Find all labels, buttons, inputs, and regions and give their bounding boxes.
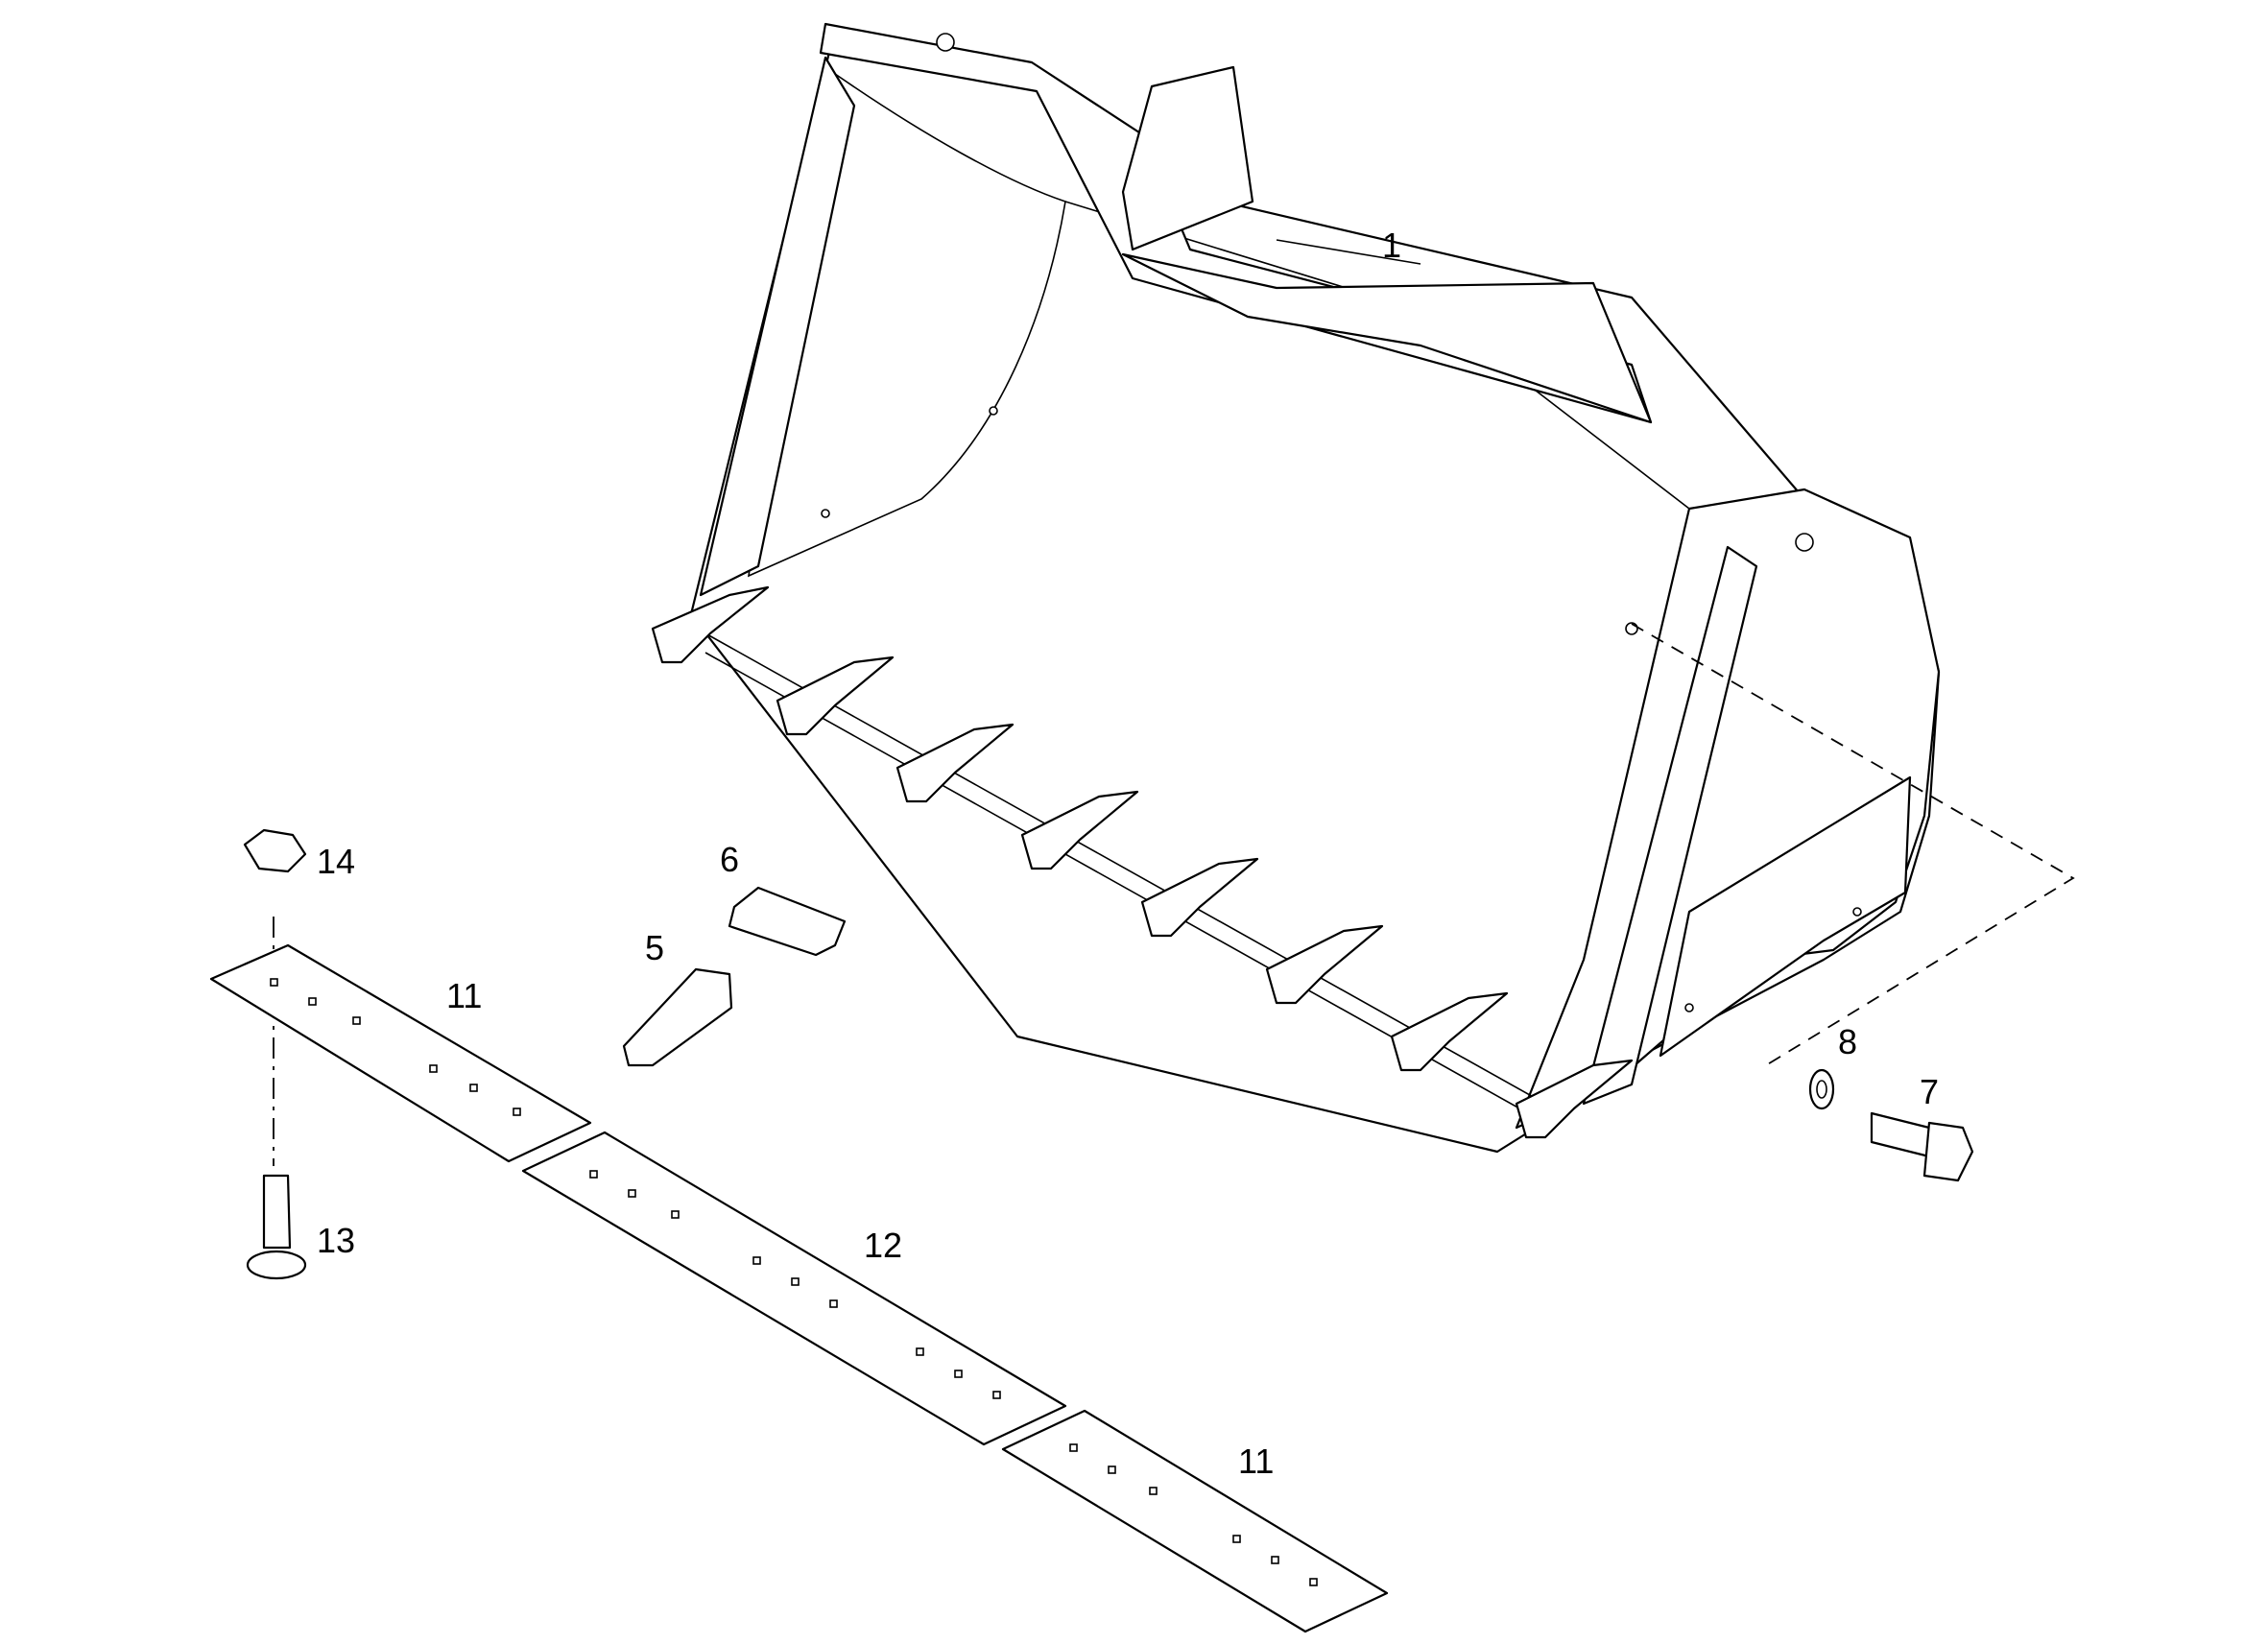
callout-12: 12	[864, 1226, 902, 1265]
bolt-and-washer	[1808, 1068, 1974, 1182]
callout-7: 7	[1920, 1072, 1939, 1111]
bucket	[689, 22, 1941, 1154]
callout-5: 5	[645, 928, 664, 967]
cutting-edge-right	[1001, 1409, 1389, 1633]
assembly-line-right	[1631, 623, 2075, 1066]
callout-13: 13	[317, 1221, 355, 1260]
retainer-pin	[728, 886, 847, 957]
nut	[243, 828, 307, 873]
bucket-teeth	[651, 585, 1634, 1139]
callout-11-left: 11	[446, 976, 482, 1015]
callout-1: 1	[1382, 226, 1401, 265]
tooth-tip	[622, 967, 733, 1067]
plow-bolt	[246, 1174, 307, 1280]
cutting-edge-center	[521, 1131, 1067, 1446]
callout-11-right: 11	[1238, 1441, 1274, 1481]
callout-8: 8	[1838, 1022, 1857, 1061]
leader-line-1	[1276, 239, 1421, 265]
callout-6: 6	[720, 840, 739, 879]
callout-14: 14	[317, 842, 355, 881]
cutting-edge-left	[209, 943, 592, 1163]
